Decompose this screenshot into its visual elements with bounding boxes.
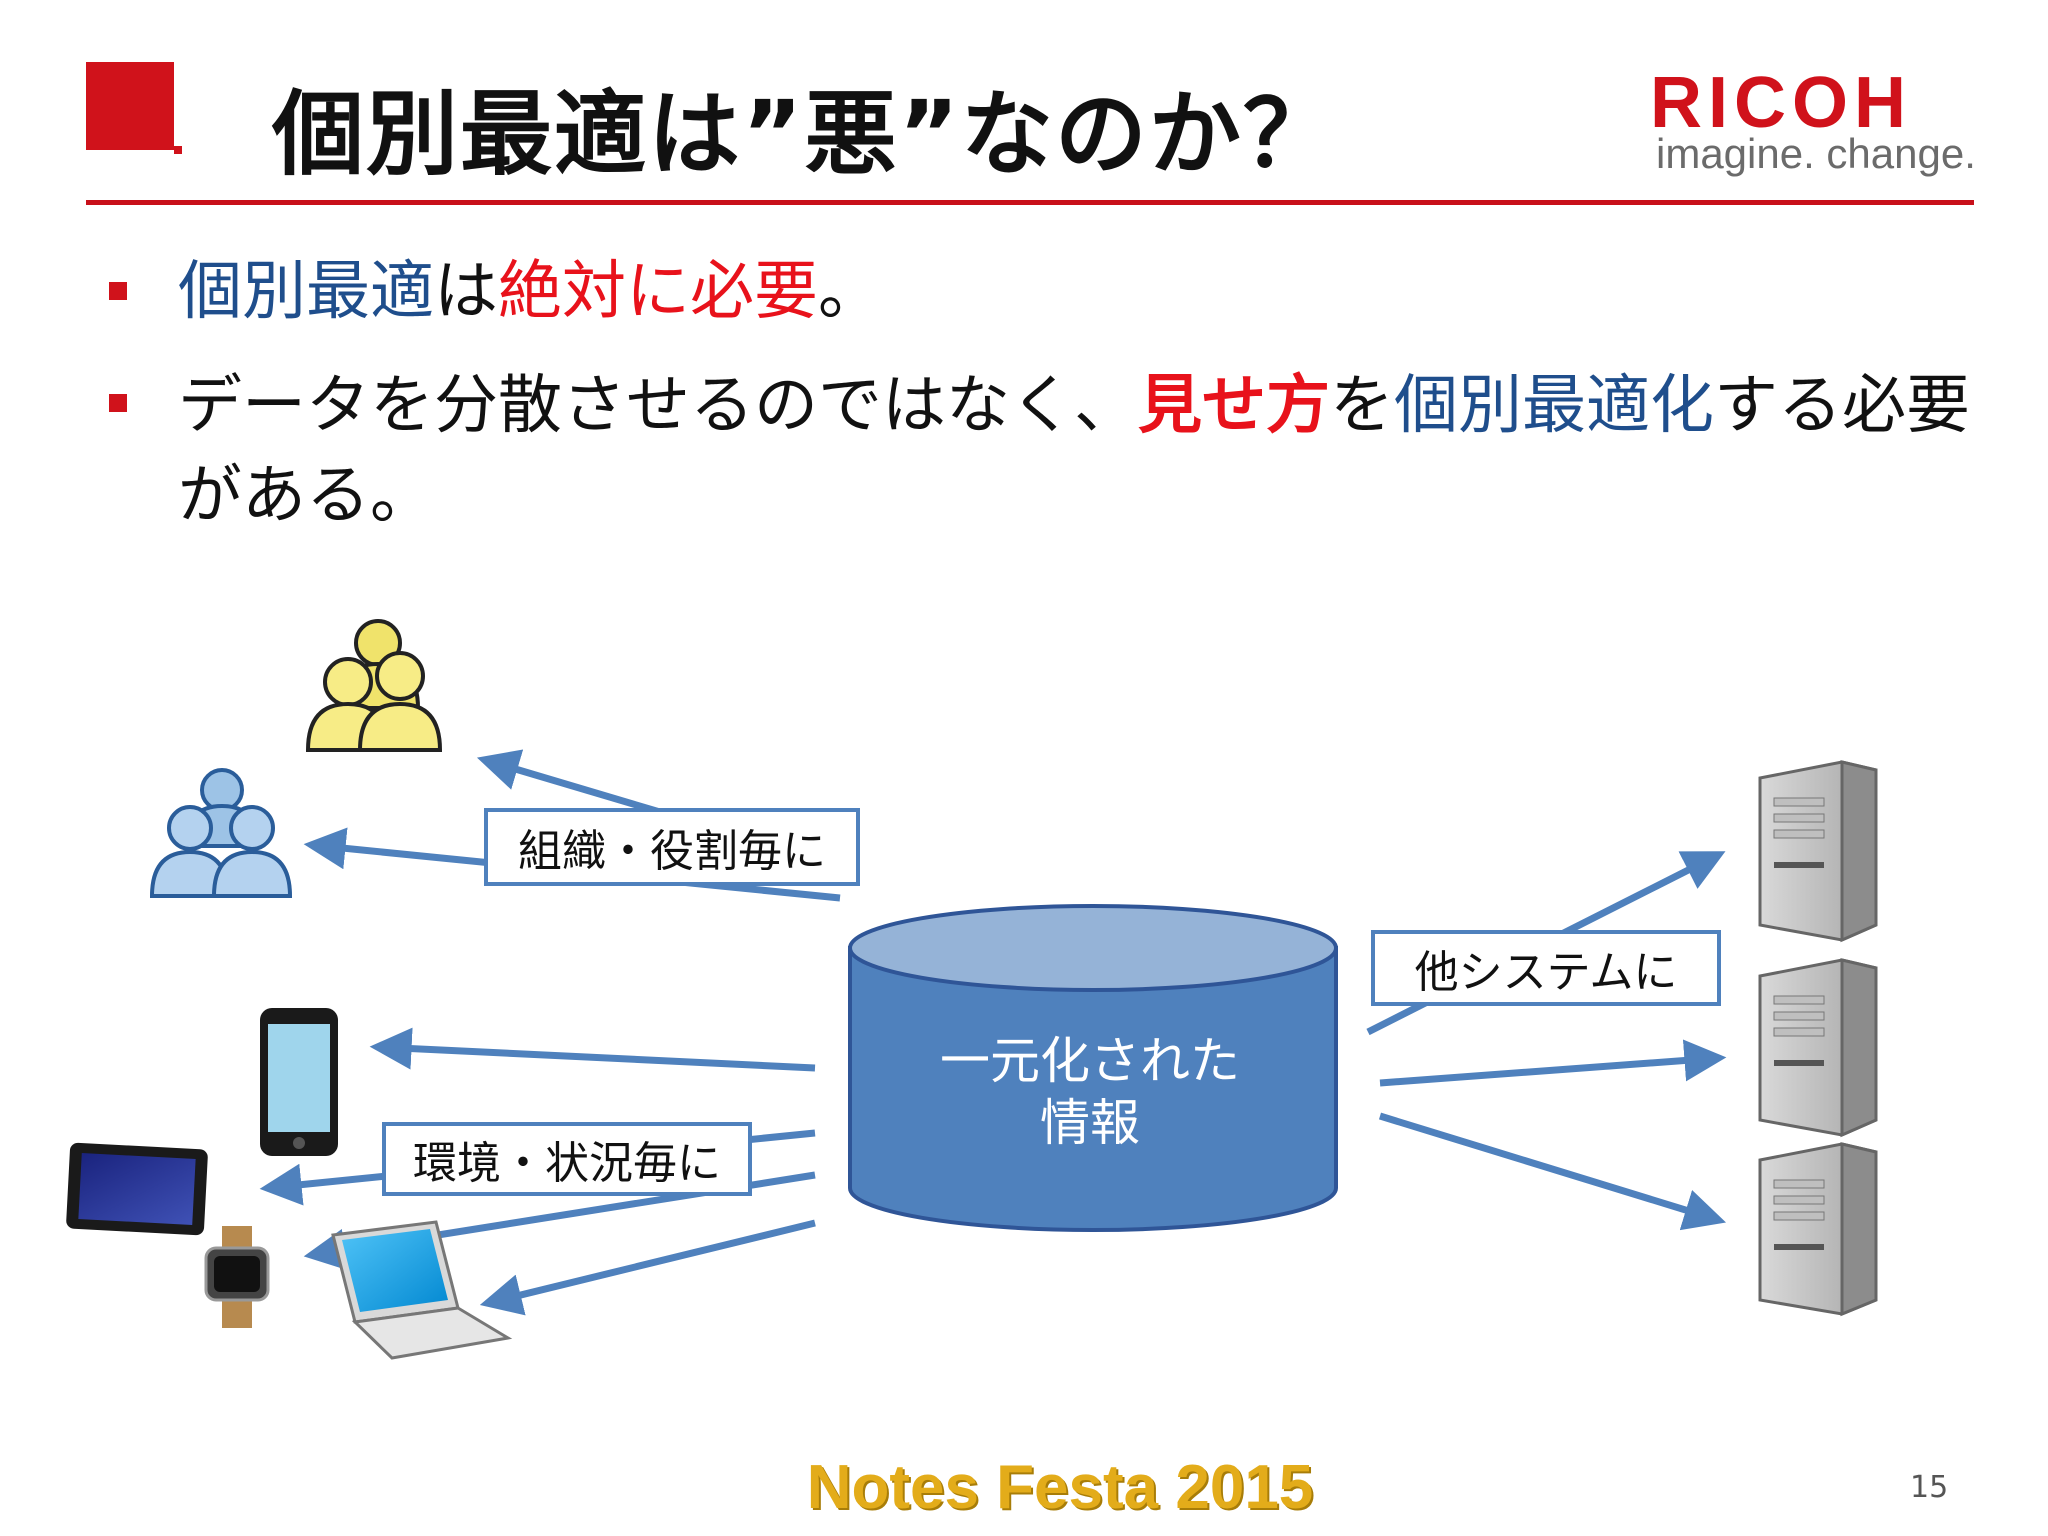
arrow-to-user-group-yellow — [476, 749, 671, 819]
label-to-other-systems: 他システムに — [1371, 930, 1721, 1006]
laptop-icon — [331, 1220, 513, 1360]
label-by-environment-situation: 環境・状況毎に — [382, 1122, 752, 1196]
server-icon — [1758, 958, 1878, 1138]
smartwatch-icon — [204, 1226, 270, 1328]
bullet-2-seg-1: データを分散させるのではなく、 — [178, 369, 1138, 443]
server-icon — [1758, 760, 1878, 943]
arrow-to-server-2 — [1379, 1039, 1727, 1087]
database-cylinder-icon — [848, 904, 1338, 1232]
bullet-1-seg-1: 個別最適 — [178, 255, 434, 329]
title-accent-dot — [174, 146, 182, 154]
slide-title: 個別最適は”悪”なのか？ — [272, 81, 1337, 188]
bullet-2-seg-3: を — [1330, 369, 1394, 443]
user-group-blue-icon — [149, 768, 293, 898]
centralized-info-label: 一元化された 情報 — [850, 1030, 1330, 1154]
bullet-2-continuation: がある。 — [178, 459, 434, 533]
bullet-1-seg-4: 。 — [818, 255, 882, 329]
centralized-info-line2: 情報 — [1040, 1094, 1140, 1152]
tablet-icon — [66, 1142, 208, 1236]
bullet-1: 個別最適は絶対に必要。 — [178, 240, 882, 332]
footer-event-brand: Notes Festa 2015 — [806, 1453, 1314, 1522]
arrow-to-smartphone — [369, 1027, 816, 1072]
bullet-1-seg-3: 絶対に必要 — [498, 255, 818, 329]
arrow-to-server-3 — [1378, 1112, 1727, 1231]
bullet-2-seg-5: する必要 — [1714, 369, 1970, 443]
centralized-info-line1: 一元化された — [940, 1032, 1240, 1090]
bullet-marker — [109, 282, 127, 300]
page-number: 15 — [1910, 1470, 1949, 1505]
logo-wordmark: RICOH — [1650, 63, 1912, 143]
user-group-yellow-icon — [305, 619, 443, 752]
bullet-marker — [109, 394, 127, 412]
arrow-to-laptop — [479, 1219, 816, 1316]
ricoh-logo: RICOH imagine. change. — [1650, 62, 1980, 182]
bullet-2-seg-4: 個別最適化 — [1394, 369, 1714, 443]
bullet-2: データを分散させるのではなく、見せ方を個別最適化する必要 — [178, 354, 1970, 446]
server-icon — [1758, 1142, 1878, 1317]
bullet-2-seg-2: 見せ方 — [1138, 369, 1330, 443]
logo-tagline: imagine. change. — [1656, 130, 1976, 177]
label-by-organization-role: 組織・役割毎に — [484, 808, 860, 886]
smartphone-icon — [260, 1008, 338, 1156]
bullet-1-seg-2: は — [434, 255, 498, 329]
header-divider — [86, 200, 1974, 205]
title-accent-square — [86, 62, 174, 150]
